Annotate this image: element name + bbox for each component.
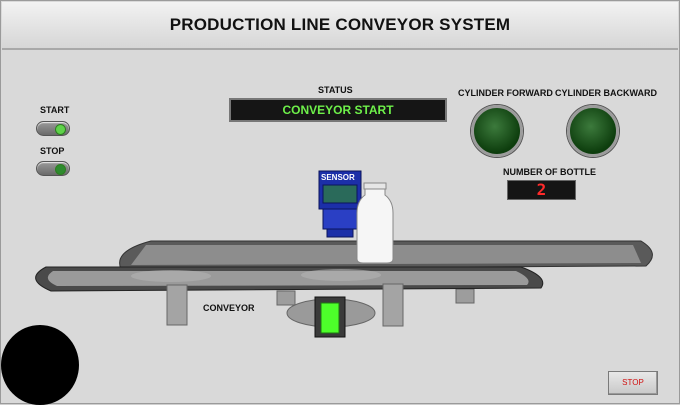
status-label: STATUS <box>318 85 353 95</box>
bottle-icon <box>356 186 394 264</box>
start-label: START <box>40 105 70 115</box>
conveyor-label: CONVEYOR <box>203 303 255 313</box>
corner-disc <box>1 325 79 405</box>
start-indicator-icon <box>55 124 66 135</box>
stop-label: STOP <box>40 146 65 156</box>
bottle-count-label: NUMBER OF BOTTLE <box>503 167 596 177</box>
status-display: CONVEYOR START <box>229 98 447 122</box>
start-toggle[interactable] <box>36 121 70 136</box>
motor-indicator-icon <box>320 302 340 334</box>
stop-toggle[interactable] <box>36 161 70 176</box>
conveyor-leg <box>382 283 404 327</box>
cylinder-backward-label: CYLINDER BACKWARD <box>555 88 657 98</box>
cylinder-forward-label: CYLINDER FORWARD <box>458 88 553 98</box>
bottle-count-display: 2 <box>507 180 576 200</box>
cylinder-forward-lamp-icon <box>471 105 523 157</box>
sensor-label: SENSOR <box>321 173 355 182</box>
page-title: PRODUCTION LINE CONVEYOR SYSTEM <box>169 15 511 34</box>
cylinder-backward-lamp-icon <box>567 105 619 157</box>
stop-button[interactable]: STOP <box>608 371 658 395</box>
title-bar: PRODUCTION LINE CONVEYOR SYSTEM <box>2 2 678 50</box>
conveyor-leg <box>276 290 296 306</box>
stop-indicator-icon <box>55 164 66 175</box>
conveyor-leg <box>166 284 188 326</box>
conveyor-leg <box>455 288 475 304</box>
